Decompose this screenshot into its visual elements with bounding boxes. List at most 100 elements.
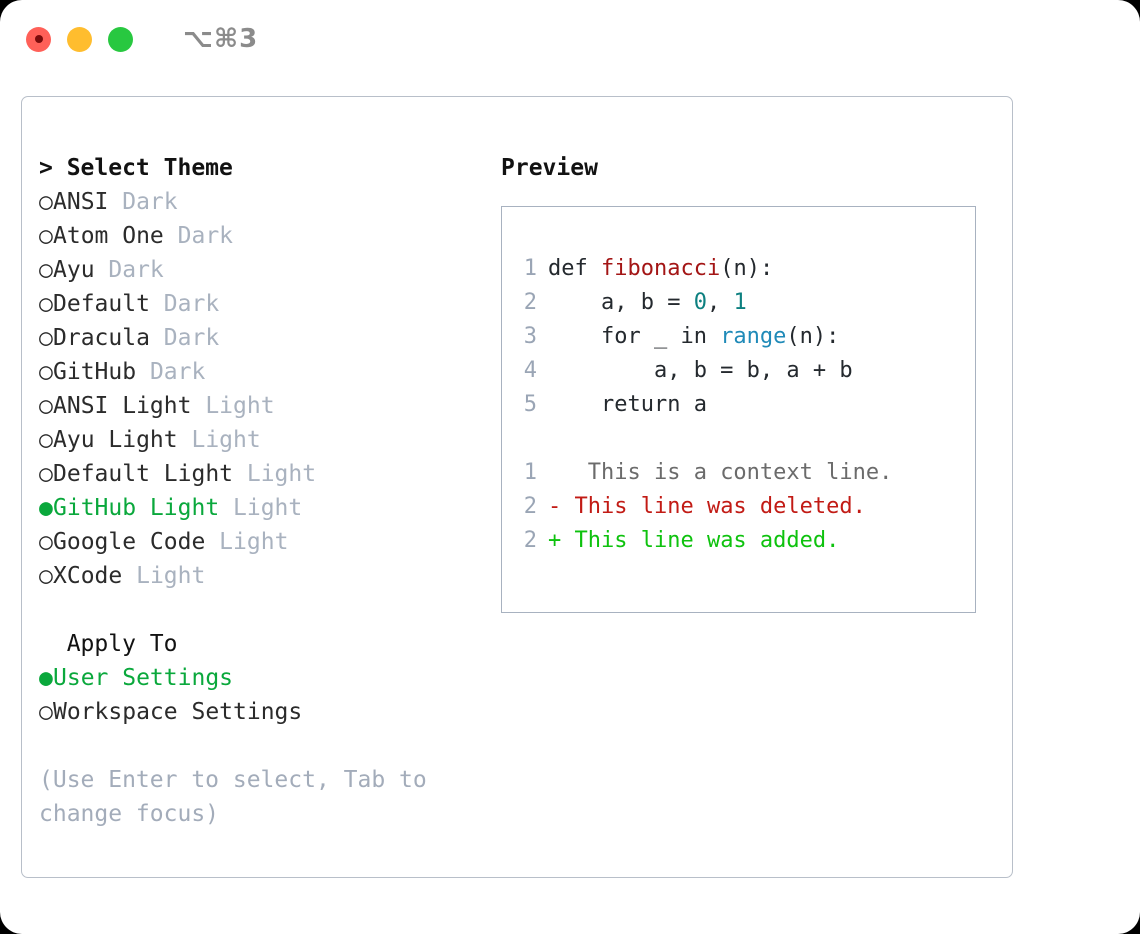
radio-selected-icon: ● xyxy=(39,495,53,521)
radio-unselected-icon: ○ xyxy=(39,359,53,385)
code-token-plain: (n): xyxy=(786,324,840,349)
theme-option-github-light[interactable]: ●GitHub Light Light xyxy=(39,491,499,525)
radio-unselected-icon: ○ xyxy=(39,291,53,317)
apply-to-title: Apply To xyxy=(39,631,178,657)
theme-option-ayu[interactable]: ○Ayu Dark xyxy=(39,253,499,287)
diff-line-added: 2+ This line was added. xyxy=(515,524,969,558)
preview-title: Preview xyxy=(501,155,598,181)
theme-option-atom-one[interactable]: ○Atom One Dark xyxy=(39,219,499,253)
code-token-plain: , xyxy=(706,290,734,315)
code-token-func: fibonacci xyxy=(600,256,721,281)
code-token-call: range xyxy=(720,324,787,349)
theme-option-label: Dracula xyxy=(53,325,150,351)
radio-unselected-icon: ○ xyxy=(39,189,53,215)
keyboard-hint-text: (Use Enter to select, Tab to change focu… xyxy=(39,767,441,827)
traffic-light-group xyxy=(26,26,149,52)
code-line-number: 3 xyxy=(523,324,537,349)
diff-marker xyxy=(548,460,561,485)
theme-option-tag: Light xyxy=(233,461,317,487)
theme-option-label: Ayu xyxy=(53,257,95,283)
code-line-number: 2 xyxy=(523,290,537,315)
theme-option-tag: Dark xyxy=(94,257,164,283)
radio-unselected-icon: ○ xyxy=(39,461,53,487)
theme-option-github[interactable]: ○GitHub Dark xyxy=(39,355,499,389)
theme-option-tag: Dark xyxy=(149,325,220,351)
radio-unselected-icon: ○ xyxy=(39,393,53,419)
theme-option-default-light[interactable]: ○Default Light Light xyxy=(39,457,499,491)
theme-option-label: GitHub xyxy=(53,359,137,385)
radio-unselected-icon: ○ xyxy=(39,223,53,249)
diff-line-text: This is a context line. xyxy=(561,460,893,485)
radio-selected-icon: ● xyxy=(39,665,53,691)
minimize-window-button[interactable] xyxy=(67,26,92,52)
theme-option-ansi-light[interactable]: ○ANSI Light Light xyxy=(39,389,499,423)
code-line: 1 def fibonacci(n): xyxy=(515,252,969,286)
apply-to-option-workspace-settings[interactable]: ○Workspace Settings xyxy=(39,695,499,729)
code-line: 5 return a xyxy=(515,388,969,422)
theme-option-google-code[interactable]: ○Google Code Light xyxy=(39,525,499,559)
theme-option-ayu-light[interactable]: ○Ayu Light Light xyxy=(39,423,499,457)
diff-line-number: 2 xyxy=(523,494,537,519)
code-token-num: 1 xyxy=(733,290,747,315)
code-line: 2 a, b = 0, 1 xyxy=(515,286,969,320)
code-token-plain: return a xyxy=(548,392,707,417)
theme-option-label: Ayu Light xyxy=(53,427,178,453)
title-bar: ⌥⌘3 xyxy=(0,0,1140,78)
theme-option-label: GitHub Light xyxy=(53,495,220,521)
theme-option-tag: Dark xyxy=(136,359,206,385)
theme-option-dracula[interactable]: ○Dracula Dark xyxy=(39,321,499,355)
theme-option-tag: Dark xyxy=(163,223,234,249)
theme-option-label: Google Code xyxy=(53,529,206,555)
code-token-num: 0 xyxy=(693,290,707,315)
diff-line-deleted: 2- This line was deleted. xyxy=(515,490,969,524)
apply-to-option-user-settings[interactable]: ●User Settings xyxy=(39,661,499,695)
maximize-window-button[interactable] xyxy=(108,26,133,52)
diff-line-number: 2 xyxy=(523,528,537,553)
code-token-plain: a, b = xyxy=(548,290,694,315)
diff-line-text: This line was deleted. xyxy=(561,494,866,519)
code-line-number: 1 xyxy=(523,256,537,281)
apply-to-option-list: ●User Settings○Workspace Settings xyxy=(39,661,499,729)
theme-list-panel: > Select Theme ○ANSI Dark○Atom One Dark○… xyxy=(39,151,499,831)
theme-option-label: Default xyxy=(53,291,150,317)
theme-selector-dialog: > Select Theme ○ANSI Dark○Atom One Dark○… xyxy=(21,96,1013,878)
diff-line-number: 1 xyxy=(523,460,537,485)
select-theme-title: > Select Theme xyxy=(39,155,233,181)
code-line: 4 a, b = b, a + b xyxy=(515,354,969,388)
diff-line-context: 1 This is a context line. xyxy=(515,456,969,490)
code-token-plain: for _ in xyxy=(548,324,721,349)
code-token-plain: (n): xyxy=(720,256,774,281)
radio-unselected-icon: ○ xyxy=(39,427,53,453)
theme-option-list: ○ANSI Dark○Atom One Dark○Ayu Dark○Defaul… xyxy=(39,185,499,593)
theme-option-ansi[interactable]: ○ANSI Dark xyxy=(39,185,499,219)
radio-unselected-icon: ○ xyxy=(39,563,53,589)
theme-option-tag: Light xyxy=(177,427,261,453)
code-token-plain: a, b = b, a + b xyxy=(548,358,853,383)
theme-option-label: Atom One xyxy=(53,223,164,249)
radio-unselected-icon: ○ xyxy=(39,529,53,555)
code-line-number: 4 xyxy=(523,358,537,383)
theme-option-label: ANSI xyxy=(53,189,109,215)
theme-option-xcode[interactable]: ○XCode Light xyxy=(39,559,499,593)
theme-option-tag: Light xyxy=(191,393,275,419)
theme-option-tag: Dark xyxy=(108,189,178,215)
code-token-plain: def xyxy=(548,256,601,281)
radio-unselected-icon: ○ xyxy=(39,325,53,351)
diff-marker: + xyxy=(548,528,562,553)
apply-to-option-label: Workspace Settings xyxy=(53,699,303,725)
radio-unselected-icon: ○ xyxy=(39,257,53,283)
theme-option-tag: Light xyxy=(219,495,303,521)
keyboard-shortcut-label: ⌥⌘3 xyxy=(183,24,259,54)
code-blank-line xyxy=(515,422,969,456)
apply-to-option-label: User Settings xyxy=(53,665,234,691)
theme-option-label: XCode xyxy=(53,563,123,589)
theme-option-tag: Light xyxy=(122,563,206,589)
close-window-button[interactable] xyxy=(26,26,51,52)
theme-option-tag: Light xyxy=(205,529,289,555)
theme-option-label: Default Light xyxy=(53,461,234,487)
theme-option-default[interactable]: ○Default Dark xyxy=(39,287,499,321)
